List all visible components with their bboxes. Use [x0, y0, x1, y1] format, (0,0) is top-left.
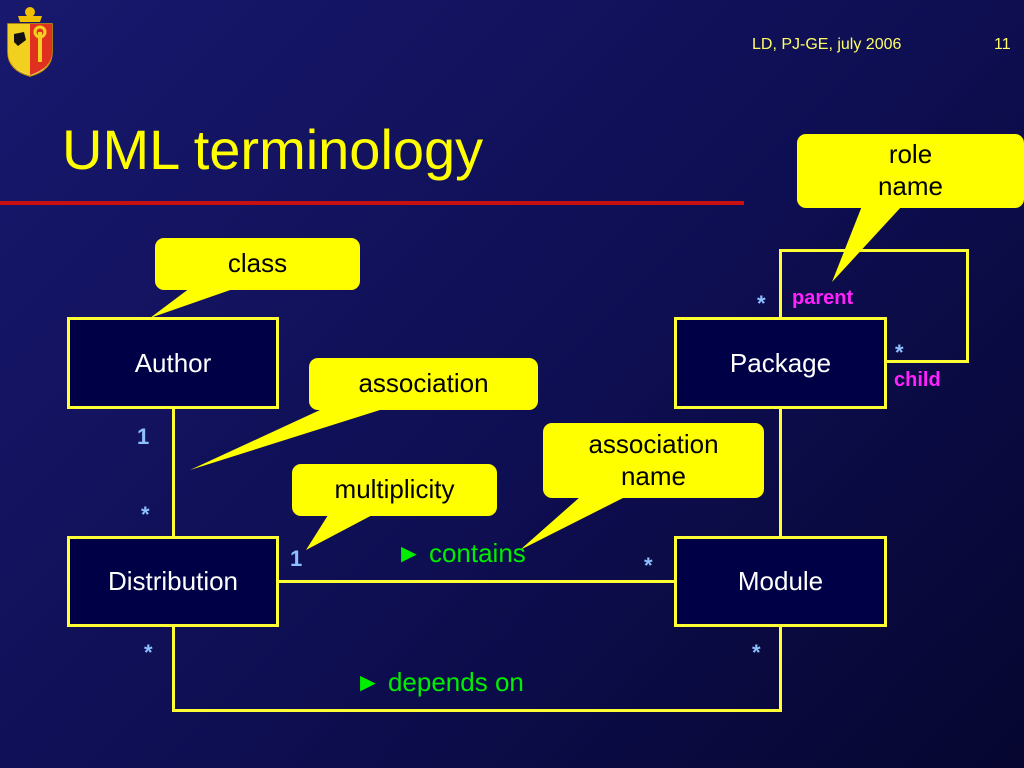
- callout-multiplicity-text: multiplicity: [334, 474, 455, 505]
- slide-title: UML terminology: [62, 118, 484, 181]
- page-number: 11: [994, 36, 1011, 53]
- callout-association-name: association name: [543, 423, 764, 498]
- callout-class-text: class: [227, 248, 288, 279]
- mult-module-bottom: *: [752, 640, 761, 665]
- depends-on-line-left: [172, 624, 175, 712]
- multiplicity-callout-tail: [306, 512, 378, 550]
- association-name-callout-tail: [520, 497, 625, 550]
- association-label-depends-on: ► depends on: [355, 667, 524, 697]
- self-assoc-line-top: [779, 249, 969, 252]
- package-module-line: [779, 406, 782, 538]
- class-module-label: Module: [737, 566, 824, 596]
- callout-multiplicity: multiplicity: [292, 464, 497, 516]
- role-child: child: [894, 369, 941, 391]
- self-assoc-line-back: [884, 360, 969, 363]
- author-distribution-line: [172, 406, 175, 538]
- callout-role-name: role name: [797, 134, 1024, 208]
- title-divider: [0, 201, 744, 205]
- class-callout-tail: [150, 288, 236, 318]
- class-author[interactable]: Author: [67, 317, 279, 409]
- callout-association-name-line2: name: [620, 460, 687, 491]
- role-parent: parent: [792, 287, 854, 309]
- class-package[interactable]: Package: [674, 317, 887, 409]
- callout-role-name-line2: name: [877, 171, 944, 201]
- mult-package-child: *: [895, 340, 904, 365]
- contains-association-line: [277, 580, 677, 583]
- class-distribution[interactable]: Distribution: [67, 536, 279, 627]
- mult-author-top: 1: [137, 424, 150, 449]
- callout-role-name-line1: role: [888, 139, 933, 170]
- self-assoc-line-up: [779, 249, 782, 320]
- callout-class: class: [155, 238, 360, 290]
- depends-on-line-right: [779, 624, 782, 712]
- association-callout-tail: [190, 410, 380, 470]
- mult-package-parent: *: [757, 291, 766, 316]
- role-name-callout-tail: [832, 206, 902, 282]
- mult-distribution-top: *: [141, 502, 150, 527]
- self-assoc-line-right: [966, 249, 969, 363]
- depends-on-line-bottom: [172, 709, 782, 712]
- callout-association-text: association: [358, 368, 489, 399]
- geneva-coat-of-arms-icon: [4, 4, 56, 78]
- callout-association: association: [309, 358, 538, 410]
- author-date-label: LD, PJ-GE, july 2006: [752, 36, 902, 53]
- mult-distribution-bottom: *: [144, 640, 153, 665]
- class-author-label: Author: [134, 347, 212, 378]
- mult-distribution-right: 1: [290, 546, 303, 571]
- class-distribution-label: Distribution: [107, 566, 239, 596]
- class-package-label: Package: [729, 347, 832, 378]
- callout-association-name-line1: association: [588, 428, 719, 459]
- class-module[interactable]: Module: [674, 536, 887, 627]
- association-label-contains: ► contains: [396, 538, 526, 568]
- mult-module-left: *: [644, 553, 653, 578]
